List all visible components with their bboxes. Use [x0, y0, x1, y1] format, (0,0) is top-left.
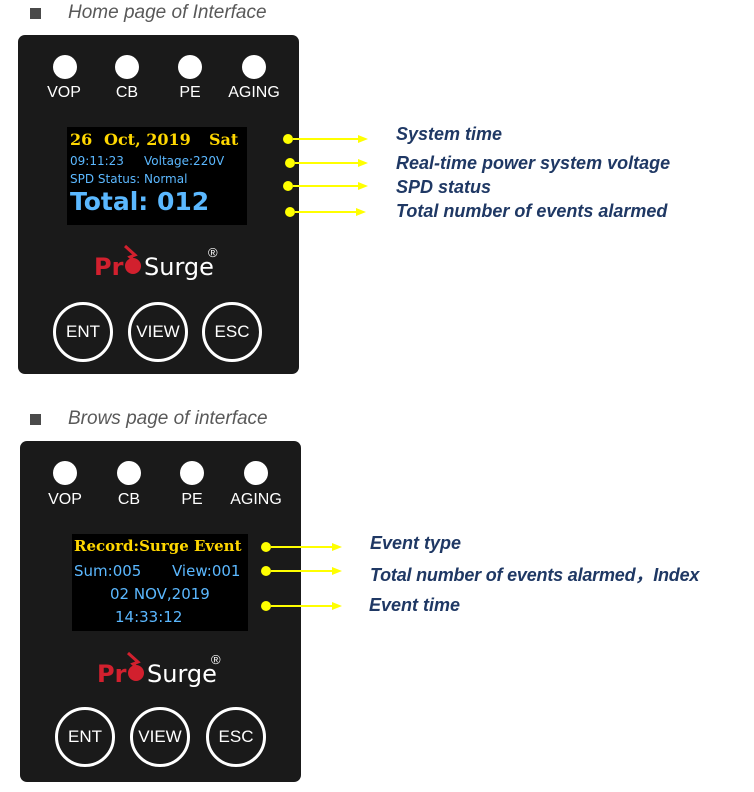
home-callout-arrow-1: [283, 134, 368, 144]
screen-event-time: 14:33:12: [115, 608, 183, 626]
logo-bolt-icon: [123, 244, 141, 274]
screen-date-day: 26: [70, 130, 93, 149]
logo-pro-text: Pr: [94, 253, 124, 281]
led-pe-indicator: [178, 55, 202, 79]
callout-event-time: Event time: [369, 595, 461, 615]
led-label-pe: PE: [181, 491, 203, 508]
view-button[interactable]: VIEW: [128, 302, 188, 362]
browse-lcd-screen: Record:Surge Event Sum:005 View:001 02 N…: [72, 534, 248, 631]
screen-weekday: Sat: [209, 130, 239, 149]
logo-registered-mark: ®: [208, 245, 218, 260]
logo-surge-text: Surge: [144, 253, 214, 281]
led-aging-indicator: [242, 55, 266, 79]
prosurge-logo: Pr Surge ®: [94, 241, 224, 281]
home-section-heading: Home page of Interface: [30, 0, 267, 26]
prosurge-logo: Pr Surge ®: [97, 648, 227, 688]
logo-surge-text: Surge: [147, 660, 217, 688]
callout-spd-status: SPD status: [396, 177, 492, 197]
callout-system-time: System time: [396, 124, 503, 144]
screen-total-count: Total: 012: [70, 187, 210, 216]
led-label-cb: CB: [115, 84, 139, 101]
home-section-title: Home page of Interface: [68, 2, 267, 23]
screen-sum: Sum:005: [74, 562, 142, 580]
led-label-vop: VOP: [47, 84, 81, 101]
callout-event-type: Event type: [370, 533, 462, 553]
led-cb-indicator: [115, 55, 139, 79]
home-device-panel: VOP CB PE AGING 26 Oct, 2019 Sat 09:11:2…: [18, 35, 299, 374]
bullet-square-icon: [30, 7, 41, 19]
bullet-square-icon: [30, 413, 41, 425]
home-callout-arrow-4: [285, 207, 366, 217]
logo-registered-mark: ®: [211, 652, 221, 667]
ent-button[interactable]: ENT: [55, 707, 115, 767]
led-pe-indicator: [180, 461, 204, 485]
led-cb-indicator: [117, 461, 141, 485]
browse-callout-arrow-1: [261, 542, 342, 552]
screen-month-year: Oct, 2019: [104, 130, 191, 149]
led-label-vop: VOP: [48, 491, 82, 508]
led-label-pe: PE: [179, 84, 201, 101]
screen-record-type: Record:Surge Event: [74, 537, 242, 555]
led-label-cb: CB: [117, 491, 141, 508]
browse-section-title: Brows page of interface: [68, 408, 268, 429]
led-label-aging: AGING: [230, 491, 282, 508]
home-callout-arrow-3: [283, 181, 368, 191]
logo-pro-text: Pr: [97, 660, 127, 688]
led-aging-indicator: [244, 461, 268, 485]
browse-callout-arrow-2: [261, 566, 342, 576]
led-label-aging: AGING: [228, 84, 280, 101]
browse-device-panel: VOP CB PE AGING Record:Surge Event Sum:0…: [20, 441, 301, 782]
browse-callout-arrow-3: [261, 601, 342, 611]
callout-events-index: Total number of events alarmed，Index: [370, 565, 700, 585]
led-vop-indicator: [53, 461, 77, 485]
logo-bolt-icon: [126, 651, 144, 681]
ent-button[interactable]: ENT: [53, 302, 113, 362]
esc-button[interactable]: ESC: [202, 302, 262, 362]
screen-event-date: 02 NOV,2019: [110, 585, 210, 603]
home-lcd-screen: 26 Oct, 2019 Sat 09:11:23 Voltage:220V S…: [67, 127, 247, 225]
screen-clock: 09:11:23: [70, 154, 124, 168]
esc-button[interactable]: ESC: [206, 707, 266, 767]
callout-voltage: Real-time power system voltage: [396, 153, 671, 173]
screen-spd-status: SPD Status: Normal: [70, 172, 188, 186]
view-button[interactable]: VIEW: [130, 707, 190, 767]
screen-view-index: View:001: [172, 562, 241, 580]
browse-section-heading: Brows page of interface: [30, 406, 268, 432]
screen-voltage: Voltage:220V: [144, 154, 225, 168]
led-vop-indicator: [53, 55, 77, 79]
home-callout-arrow-2: [285, 158, 368, 168]
callout-total-events: Total number of events alarmed: [396, 201, 668, 221]
